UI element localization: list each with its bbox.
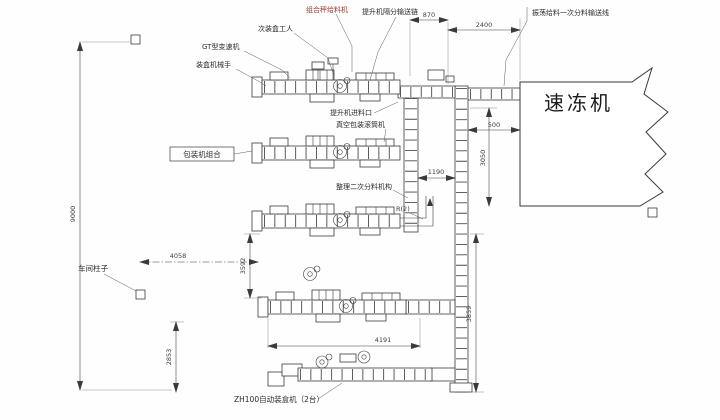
freezer-unit: 速冻机 (519, 66, 669, 207)
dim-2400-value: 2400 (476, 21, 493, 29)
r2-callout-label: R(2) (396, 205, 410, 213)
callout-secondary-sorting: 整理二次分料机构 (336, 182, 409, 199)
callout-oscillating-feed-line: 振荡给料一次分料输送线 (503, 7, 609, 87)
dim-3859-value: 3859 (465, 306, 473, 323)
dim-2400: 2400 (447, 18, 521, 84)
freezer-label: 速冻机 (544, 91, 613, 115)
callout-combo-scale-feeder: 组合秤给料机 (306, 5, 353, 72)
vacuum-drum-machine-label: 真空包装滚筒机 (336, 120, 385, 129)
dim-1190: 1190 (417, 168, 456, 181)
callout-packaging-unit-group: 包装机组合 (169, 146, 253, 162)
callout-hoist-inlet: 提升机进料口 (330, 101, 399, 117)
line1-feeder-detail (311, 57, 455, 83)
dim-500: 500 (467, 102, 521, 133)
callout-r2: R(2) (396, 205, 424, 220)
packing-line-4 (258, 290, 406, 322)
callout-bottom-boxing-machine: ZH100自动装盒机（2台） (234, 382, 343, 404)
dim-4058-value: 4058 (170, 252, 187, 260)
dim-870-value: 870 (423, 11, 435, 19)
combo-scale-feeder-label: 组合秤给料机 (306, 5, 348, 14)
dim-9000-value: 9000 (69, 206, 77, 223)
boxing-robot-arm-label: 装盒机械手 (196, 60, 231, 69)
dim-870: 870 (409, 11, 449, 76)
column-marker-center (135, 289, 146, 300)
callout-gt-gearbox: GT型变速机 (202, 42, 291, 79)
dim-4191: 4191 (267, 318, 421, 349)
packaging-unit-group-label: 包装机组合 (183, 149, 221, 159)
dim-4191-value: 4191 (375, 336, 392, 344)
dim-3592-value: 3592 (239, 258, 247, 275)
packing-line-2 (252, 136, 400, 168)
hoist-divider-conveyor-label: 提升机隔分输送链 (362, 7, 418, 16)
callout-workshop-column: 车间柱子 (78, 263, 137, 292)
oscillating-feed-line-label: 振荡给料一次分料输送线 (532, 8, 609, 17)
dim-4058: 4058 (139, 252, 259, 265)
dim-500-value: 500 (488, 121, 500, 129)
bottom-connector-conveyor (429, 367, 456, 382)
dim-2853-value: 2853 (165, 349, 173, 366)
rotary-table-symbol (303, 265, 321, 281)
callout-vacuum-drum-machine: 真空包装滚筒机 (336, 120, 387, 143)
secondary-sorting-label: 整理二次分料机构 (336, 182, 392, 191)
dim-3592: 3592 (239, 233, 262, 299)
dim-1190-value: 1190 (428, 168, 445, 176)
dim-3859: 3859 (465, 233, 484, 393)
dim-2853: 2853 (165, 321, 184, 393)
line4-connector-conveyor (405, 299, 456, 315)
main-conveyor-line (449, 85, 473, 393)
gt-gearbox-label: GT型变速机 (202, 42, 239, 51)
column-marker-right (647, 207, 658, 218)
bottom-boxing-machine-unit (267, 350, 433, 387)
secondary-boxing-worker-label: 次装盒工人 (258, 24, 293, 33)
dim-3050: 3050 (470, 107, 497, 207)
dim-9000: 9000 (69, 41, 172, 391)
callout-hoist-divider-conveyor: 提升机隔分输送链 (362, 7, 418, 81)
hoist-inlet-label: 提升机进料口 (330, 108, 372, 117)
freezer-infeed-conveyor (467, 87, 521, 101)
callout-secondary-boxing-worker: 次装盒工人 (258, 24, 335, 77)
packing-line-3 (252, 204, 400, 236)
callout-boxing-robot-arm: 装盒机械手 (196, 60, 267, 87)
bottom-boxing-machine-label: ZH100自动装盒机（2台） (234, 394, 324, 404)
column-marker-top-left (130, 34, 141, 45)
packing-line-1 (252, 70, 400, 102)
workshop-column-label: 车间柱子 (78, 263, 108, 273)
line1-connector-conveyor (397, 85, 456, 99)
dim-3050-value: 3050 (479, 150, 487, 167)
upfeed-chute (400, 196, 434, 227)
